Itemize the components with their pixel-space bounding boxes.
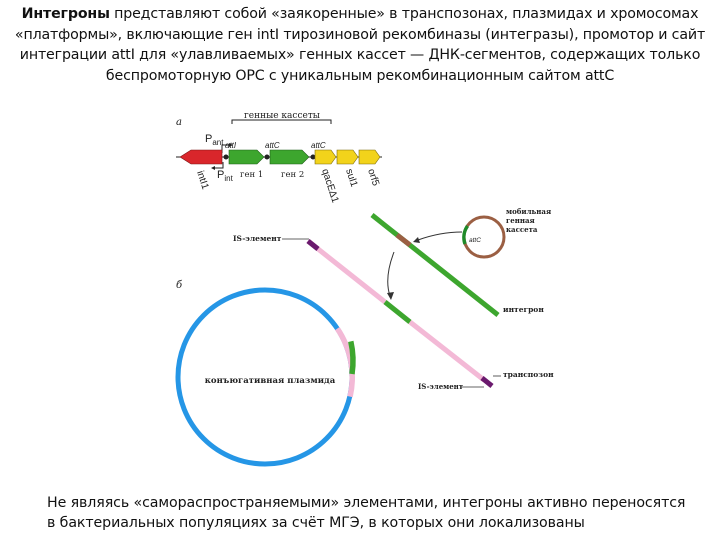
intI1-gene-arrow [180, 150, 222, 164]
cassette-attC-label: attC [469, 237, 481, 244]
integron-label: интегрон [503, 305, 544, 314]
is-element-top-label: IS-элемент [233, 234, 282, 243]
insertion-arrow [388, 252, 394, 296]
gene2-label: ген 2 [281, 170, 304, 180]
pant-label: Pant [205, 133, 224, 147]
insertion-arrowhead [387, 292, 394, 300]
transposon-segment-lower [410, 322, 484, 380]
intI1-label: intI1 [194, 170, 210, 192]
panel-a-letter: а [176, 117, 182, 128]
integron-cassette-site [397, 235, 410, 245]
plasmid-transposon-insert [337, 329, 352, 397]
gene1-label: ген 1 [240, 170, 263, 180]
excision-arrowhead [413, 237, 420, 243]
cassette-attC-site [464, 226, 468, 244]
is-element-bottom [482, 378, 492, 386]
attC1-site [265, 155, 270, 160]
attI-label: attI [225, 141, 237, 150]
qacE-label: qacEΔ1 [319, 168, 340, 205]
attC2-label: attC [311, 141, 326, 150]
is-element-top [308, 241, 318, 249]
pint-arrowhead [211, 166, 215, 170]
pint-label: Pint [217, 169, 234, 183]
plasmid-label: конъюгативная плазмида [205, 376, 336, 386]
is-element-bottom-label: IS-элемент [418, 382, 464, 391]
attI-site [224, 155, 229, 160]
excision-arrow [418, 232, 462, 240]
transposon-segment-upper [308, 241, 385, 302]
panel-b-letter: б [176, 280, 183, 291]
gene1-arrow [229, 150, 264, 164]
attC1-label: attC [265, 141, 280, 150]
cassettes-label: генные кассеты [244, 111, 320, 121]
transposon-label: транспозон [503, 370, 554, 379]
footer-paragraph: Не являясь «самораспространяемыми» элеме… [47, 493, 687, 533]
sul1-label: sul1 [343, 168, 359, 189]
integron-segment [385, 302, 410, 322]
mobile-cassette-label-line2: генная [506, 216, 535, 225]
integron-strand [372, 215, 498, 315]
orf5-arrow [359, 150, 380, 164]
orf5-label: orf5 [365, 168, 381, 188]
plasmid-integron-insert [351, 341, 353, 374]
qacE-arrow [315, 150, 336, 164]
mobile-cassette-label-line3: кассета [506, 225, 538, 234]
gene2-arrow [270, 150, 309, 164]
mobile-cassette-label-line1: мобильная [506, 207, 551, 216]
sul1-arrow [337, 150, 358, 164]
